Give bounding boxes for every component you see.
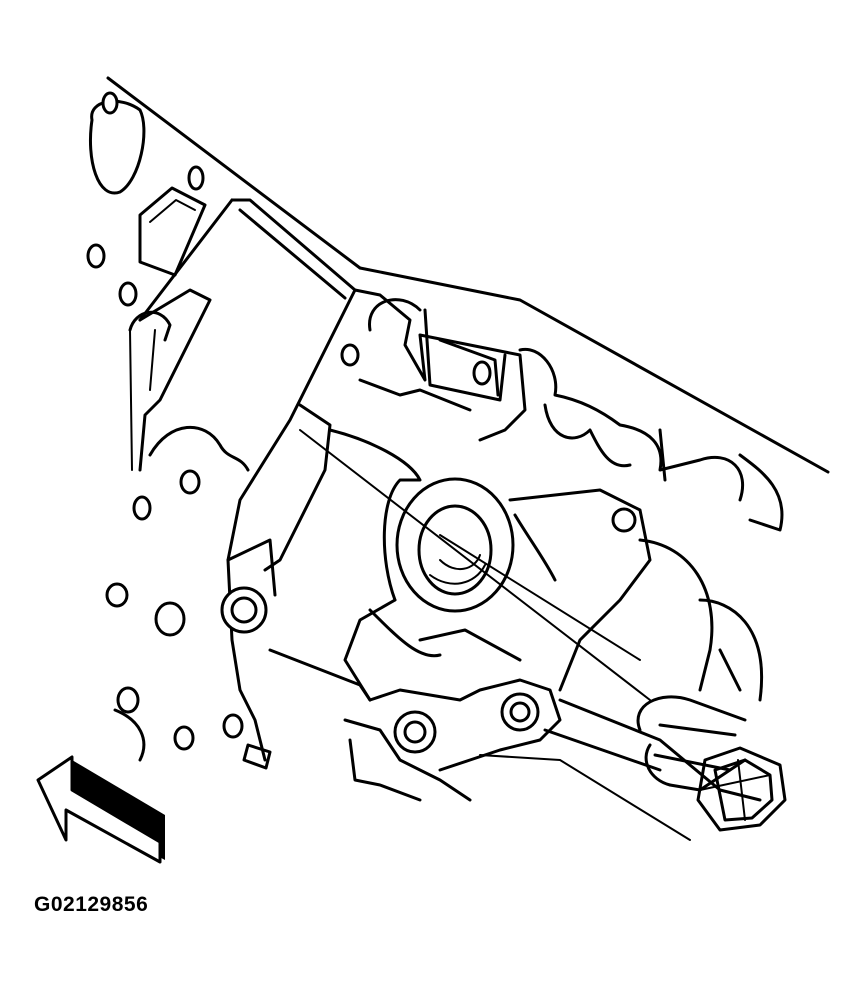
sensor-fitting xyxy=(636,695,787,832)
figure-id-label: G02129856 xyxy=(34,893,149,916)
block-hole xyxy=(187,165,205,191)
engine-block xyxy=(86,76,830,762)
block-hole xyxy=(222,713,244,739)
housing-bolt-hole xyxy=(611,507,637,533)
block-hole xyxy=(118,281,138,307)
block-hole xyxy=(154,601,186,637)
block-hole xyxy=(116,686,140,714)
direction-arrow-icon xyxy=(36,755,165,864)
block-hole xyxy=(101,91,119,115)
block-hole xyxy=(340,343,360,367)
housing xyxy=(299,288,784,841)
block-hole xyxy=(132,495,152,521)
block-hole xyxy=(173,725,195,751)
block-hole xyxy=(105,582,129,608)
block-hole xyxy=(472,360,492,386)
mounting-bracket xyxy=(138,198,372,770)
block-hole xyxy=(179,469,201,495)
block-hole xyxy=(86,243,106,269)
hex-nut xyxy=(696,746,787,832)
